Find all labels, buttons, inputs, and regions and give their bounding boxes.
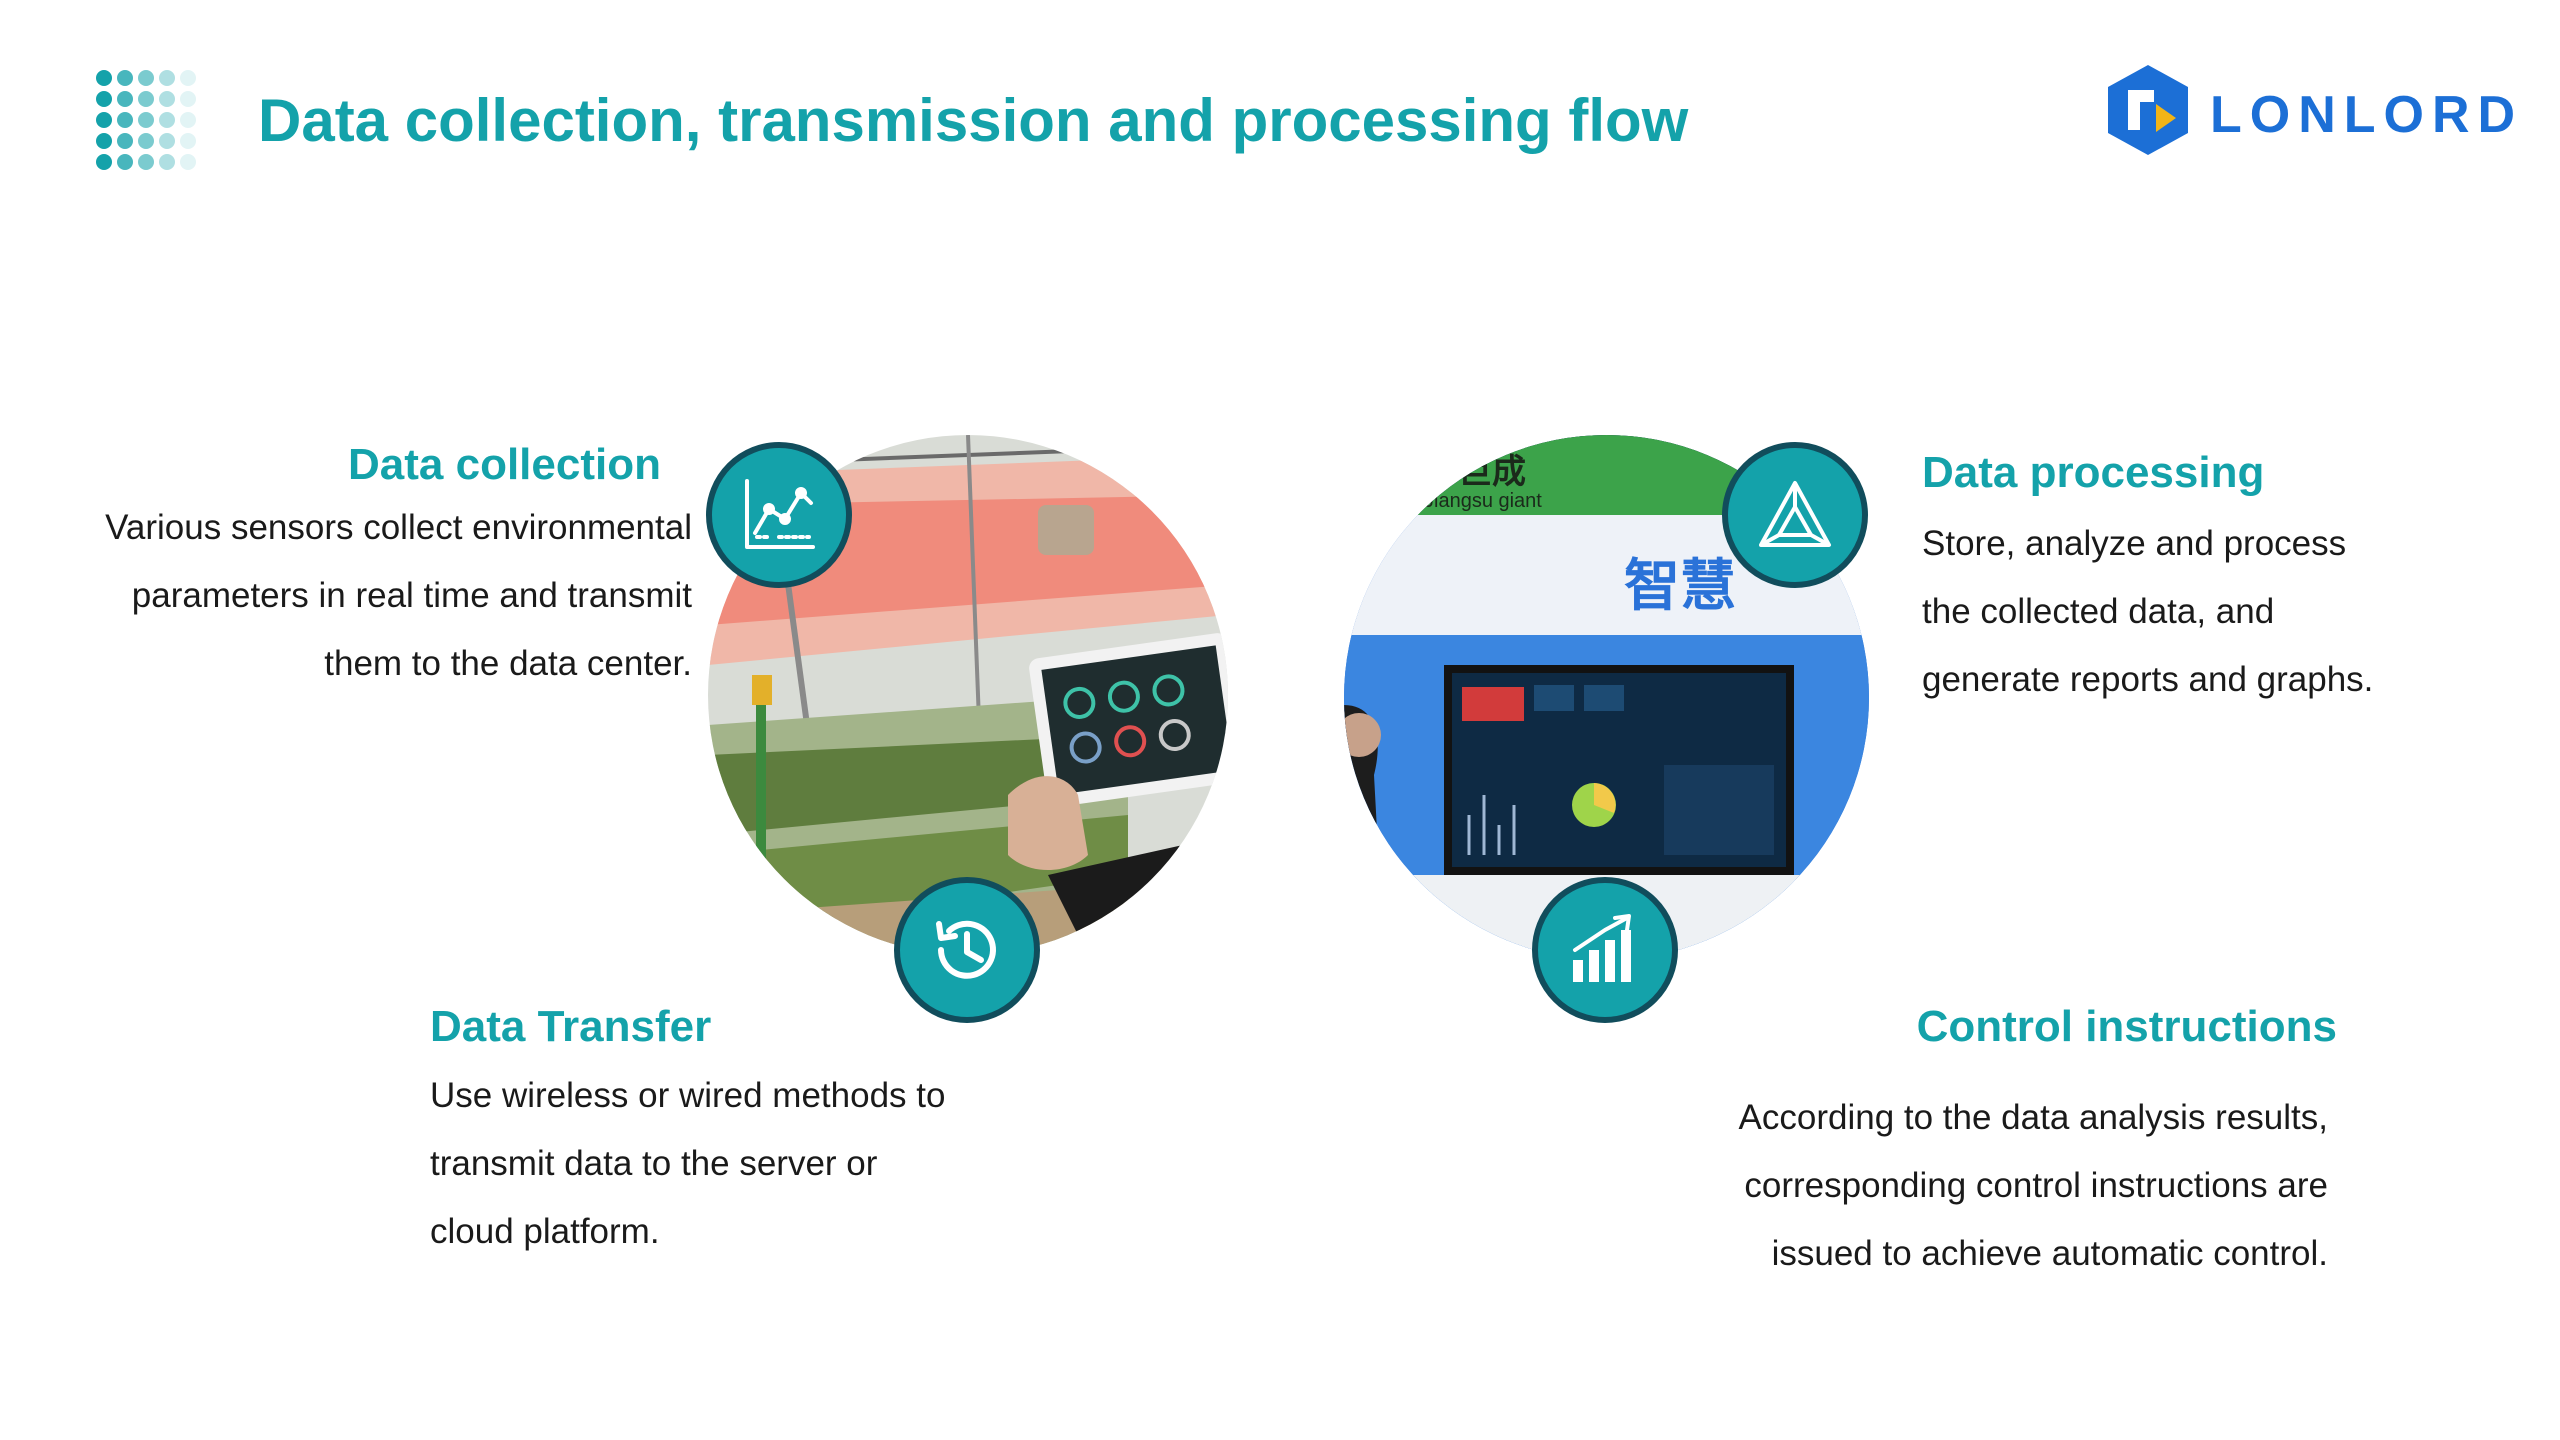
section-text-collection: Various sensors collect environmental pa… (105, 508, 692, 683)
history-clock-icon (894, 877, 1040, 1023)
decor-dot (180, 112, 196, 128)
banner-large-text: 智慧 (1624, 554, 1736, 619)
decor-dot (96, 154, 112, 170)
decor-dot (159, 91, 175, 107)
decor-dot (138, 91, 154, 107)
page-title: Data collection, transmission and proces… (258, 87, 1689, 154)
decor-dot (180, 154, 196, 170)
decor-dot (138, 154, 154, 170)
decor-dot (159, 133, 175, 149)
section-text-control: According to the data analysis results, … (1738, 1098, 2328, 1273)
banner-text: 苏巨成 (1424, 452, 1526, 492)
lonlord-logo: LONLORD (2098, 60, 2528, 160)
decor-dot (96, 91, 112, 107)
decor-dot (117, 91, 133, 107)
decor-dot (159, 112, 175, 128)
decor-dot (138, 112, 154, 128)
logo-text: LONLORD (2210, 86, 2523, 144)
decor-dot (180, 70, 196, 86)
banner-subtext: Jiangsu giant (1424, 490, 1542, 512)
section-title-collection: Data collection (348, 440, 661, 489)
section-title-processing: Data processing (1922, 448, 2265, 497)
decor-dot (96, 112, 112, 128)
decor-dot (117, 133, 133, 149)
bar-chart-growth-icon (1532, 877, 1678, 1023)
triangle-network-icon (1722, 442, 1868, 588)
decor-dot (117, 112, 133, 128)
decor-dot (159, 154, 175, 170)
section-title-control: Control instructions (1916, 1002, 2337, 1051)
section-text-transfer: Use wireless or wired methods to transmi… (430, 1076, 946, 1251)
decor-dot (96, 133, 112, 149)
decor-dot (117, 70, 133, 86)
decor-dot (180, 133, 196, 149)
decor-dot (138, 70, 154, 86)
decor-dot (117, 154, 133, 170)
dot-grid-decoration (96, 70, 196, 170)
section-text-processing: Store, analyze and process the collected… (1922, 524, 2374, 699)
logo-hex-icon (2108, 65, 2188, 155)
section-title-transfer: Data Transfer (430, 1002, 712, 1051)
decor-dot (159, 70, 175, 86)
decor-dot (180, 91, 196, 107)
line-chart-icon (706, 442, 852, 588)
decor-dot (138, 133, 154, 149)
decor-dot (96, 70, 112, 86)
